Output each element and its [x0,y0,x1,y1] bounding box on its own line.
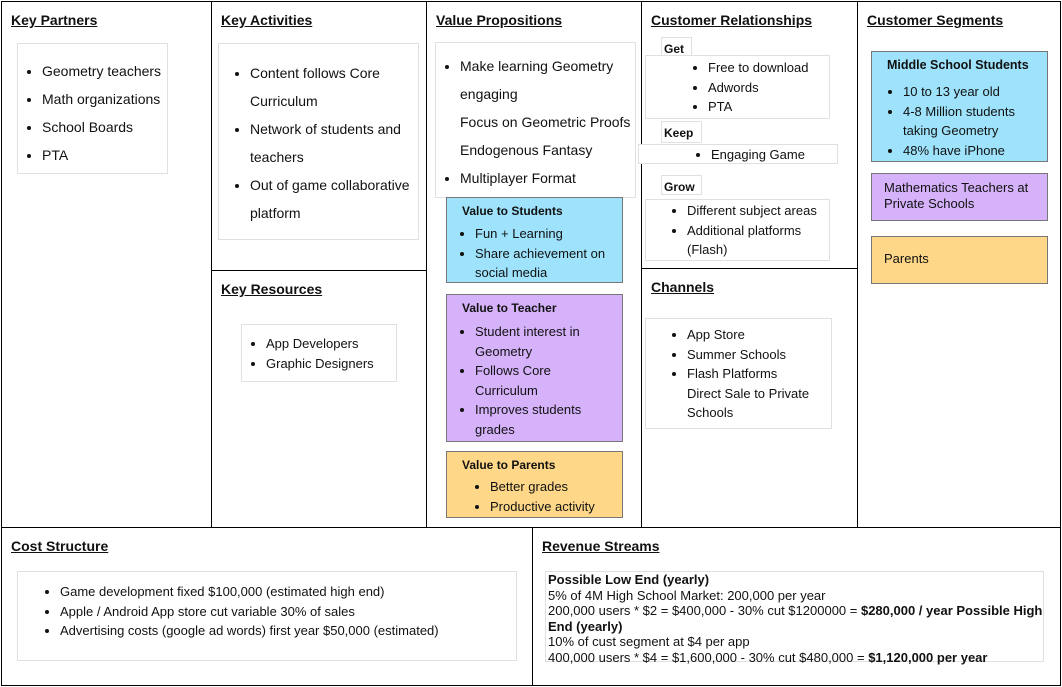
divider-v1 [211,1,212,528]
list-item: Math organizations [42,85,167,113]
customer-segments-title: Customer Segments [867,12,1004,28]
list-item: 4-8 Million students taking Geometry [903,102,1041,141]
list-item: Direct Sale to Private Schools [687,385,810,421]
list-item: Out of game collaborative platform [250,171,418,227]
list-item: Fun + Learning [475,224,616,244]
parents-segment-label: Parents [884,251,929,266]
list-item: Focus on Geometric Proofs [460,114,631,130]
cost-structure-box: Game development fixed $100,000 (estimat… [17,571,517,661]
list-item: Summer Schools [687,345,831,365]
keep-box: Engaging Game [638,144,838,164]
canvas-border-right [1060,1,1061,686]
divider-activities-resources [211,270,427,271]
parents-segment-box: Parents [871,236,1048,284]
list-item: Geometry teachers [42,57,167,85]
list-item: Graphic Designers [266,354,396,374]
value-propositions-box: Make learning Geometry engaging Focus on… [435,42,636,198]
list-item: Make learning Geometry engaging [460,52,635,108]
list-item: School Boards [42,113,167,141]
customer-relationships-title: Customer Relationships [651,12,813,28]
list-item: Different subject areas [687,201,829,221]
revenue-line-3: 10% of cust segment at $4 per app [548,634,750,650]
list-item: 10 to 13 year old [903,82,1041,102]
list-item: Improves students grades [475,400,612,439]
divider-cost-revenue [532,527,533,686]
key-activities-box: Content follows Core Curriculum Network … [218,43,419,240]
list-item: Endogenous Fantasy [460,142,593,158]
value-to-students-box: Value to Students Fun + Learning Share a… [446,197,623,283]
teachers-segment-label: Mathematics Teachers at Private Schools [884,180,1029,211]
revenue-streams-box: Possible Low End (yearly) 5% of 4M High … [545,571,1044,665]
middle-school-students-box: Middle School Students 10 to 13 year old… [871,51,1048,162]
list-item: PTA [708,97,829,117]
list-item: Share achievement on social media [475,244,616,283]
key-partners-title: Key Partners [11,12,98,28]
list-item: Student interest in Geometry [475,322,612,361]
key-resources-box: App Developers Graphic Designers [241,324,397,382]
key-partners-box: Geometry teachers Math organizations Sch… [17,43,168,174]
list-item: Engaging Game [711,145,837,165]
list-item: Multiplayer Format [460,164,635,192]
value-to-parents-box: Value to Parents Better grades Productiv… [446,451,623,518]
list-item: Advertising costs (google ad words) firs… [60,621,516,641]
list-item: App Store [687,325,831,345]
key-resources-title: Key Resources [221,281,323,297]
revenue-line-2: 200,000 users * $2 = $400,000 - 30% cut … [548,603,1043,634]
list-item: 48% have iPhone [903,141,1041,161]
divider-relationships-channels [641,268,858,269]
get-label: Get [661,37,692,57]
value-to-teacher-title: Value to Teacher [462,301,557,315]
key-activities-title: Key Activities [221,12,313,28]
list-item: Productive activity [490,497,616,517]
grow-box: Different subject areas Additional platf… [645,199,830,261]
list-item: Follows Core Curriculum [475,361,612,400]
list-item: Apple / Android App store cut variable 3… [60,602,516,622]
list-item: Network of students and teachers [250,115,418,171]
channels-box: App Store Summer Schools Flash Platforms… [645,318,832,429]
grow-label: Grow [661,175,702,195]
value-to-teacher-box: Value to Teacher Student interest in Geo… [446,294,623,442]
list-item: Additional platforms (Flash) [687,221,829,260]
value-to-students-title: Value to Students [462,204,563,218]
get-box: Free to download Adwords PTA [645,55,830,119]
canvas-border-bottom [1,685,1061,686]
teachers-segment-box: Mathematics Teachers at Private Schools [871,173,1048,221]
divider-v2 [426,1,427,528]
canvas-border-left [1,1,2,686]
list-item: Flash Platforms [687,364,831,384]
value-to-parents-title: Value to Parents [462,458,556,472]
revenue-line-1: 5% of 4M High School Market: 200,000 per… [548,587,826,603]
list-item: App Developers [266,334,396,354]
revenue-streams-title: Revenue Streams [542,538,660,554]
cost-structure-title: Cost Structure [11,538,109,554]
divider-v4 [857,1,858,528]
value-propositions-title: Value Propositions [436,12,563,28]
list-item: PTA [42,141,167,169]
list-item: Game development fixed $100,000 (estimat… [60,582,516,602]
middle-school-students-title: Middle School Students [887,58,1029,72]
revenue-low-end-heading: Possible Low End (yearly) [548,572,710,587]
list-item: Free to download [708,58,829,78]
canvas-border-top [1,1,1061,2]
divider-horizontal-main [1,527,1061,528]
divider-v3 [641,1,642,528]
revenue-line-4: 400,000 users * $4 = $1,600,000 - 30% cu… [548,649,988,665]
list-item: Adwords [708,78,829,98]
list-item: Content follows Core Curriculum [250,59,418,115]
keep-label: Keep [661,121,702,143]
channels-title: Channels [651,279,715,295]
list-item: Better grades [490,477,616,497]
